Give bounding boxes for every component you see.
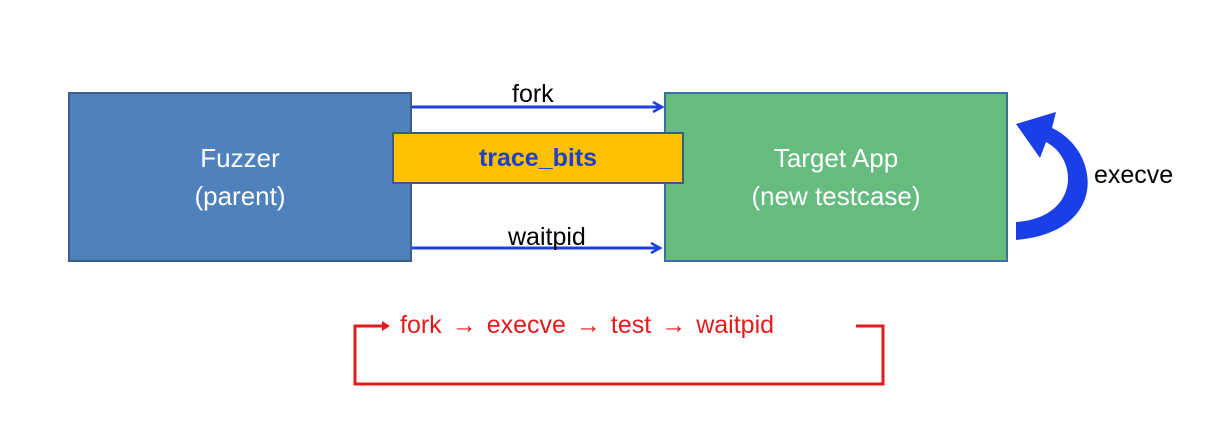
trace-bits-label: trace_bits (478, 143, 598, 172)
loop-arrowhead (382, 321, 390, 331)
target-subtitle: (new testcase) (751, 181, 921, 211)
loop-step-waitpid: waitpid (696, 311, 775, 339)
loop-separator-1: → (451, 311, 477, 339)
loop-step-test: test (610, 311, 652, 339)
execve-curved-arrow (1016, 112, 1088, 240)
waitpid-label: waitpid (508, 223, 586, 251)
loop-return-line (353, 324, 885, 386)
loop-step-fork: fork (400, 311, 442, 339)
loop-separator-2: → (575, 311, 601, 339)
fork-label: fork (512, 80, 554, 108)
loop-separator-3: → (661, 311, 687, 339)
target-app-box: Target App (new testcase) (664, 92, 1008, 262)
fuzzer-subtitle: (parent) (194, 181, 286, 211)
fuzzer-box: Fuzzer (parent) (68, 92, 412, 262)
loop-step-execve: execve (486, 311, 566, 339)
target-title: Target App (773, 143, 899, 173)
fuzzer-title: Fuzzer (200, 143, 280, 173)
loop-sequence: fork → execve → test → waitpid (400, 311, 774, 340)
trace-bits-box: trace_bits (392, 132, 684, 184)
execve-label: execve (1094, 161, 1174, 189)
